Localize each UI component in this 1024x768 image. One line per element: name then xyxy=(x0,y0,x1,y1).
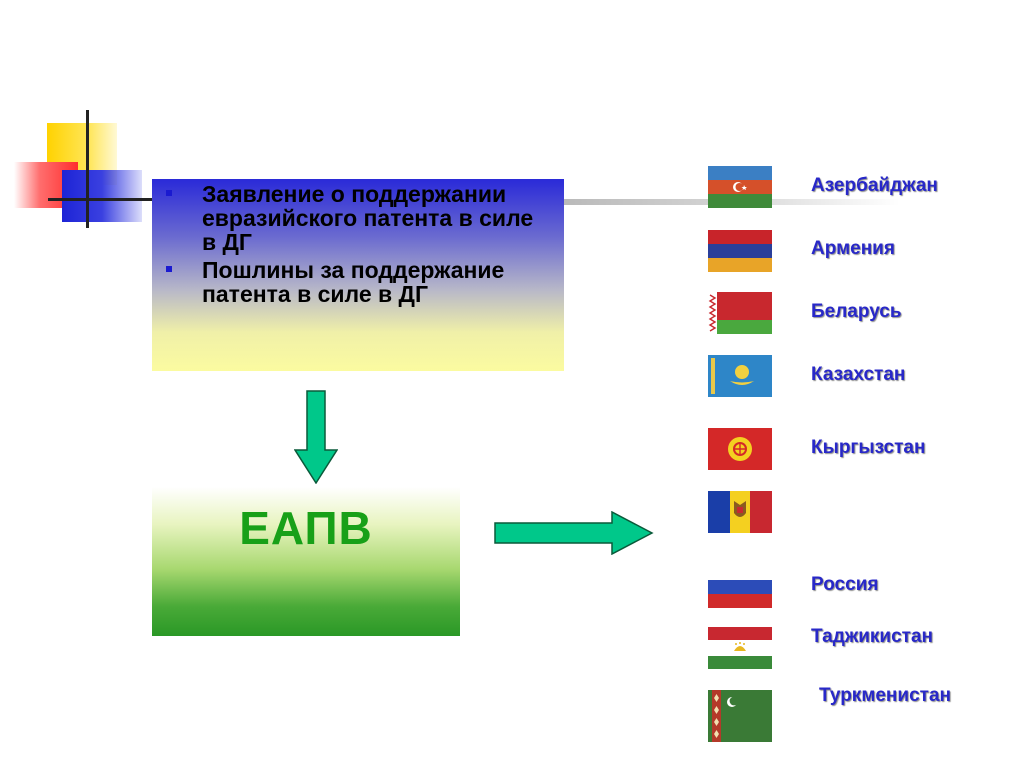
flag-turkmenistan xyxy=(708,690,772,742)
arrow-right-icon xyxy=(494,511,654,555)
arrow-down-icon xyxy=(294,390,338,484)
eapv-box: ЕАПВ xyxy=(152,487,460,636)
flag-kyrgyzstan xyxy=(708,428,772,470)
flag-tajikistan xyxy=(708,627,772,669)
info-item: Пошлины за поддержание патента в силе в … xyxy=(166,258,544,306)
flag-moldova xyxy=(708,491,772,533)
eapv-title: ЕАПВ xyxy=(239,502,373,554)
info-box: Заявление о поддержании евразийского пат… xyxy=(152,179,564,371)
flag-russia xyxy=(708,566,772,608)
country-label-kyrgyzstan: Кыргызстан xyxy=(811,437,926,458)
bullet-icon xyxy=(166,266,172,272)
country-label-azerbaijan: Азербайджан xyxy=(811,175,938,196)
decor-vertical-line xyxy=(86,110,89,228)
bullet-icon xyxy=(166,190,172,196)
info-list: Заявление о поддержании евразийского пат… xyxy=(166,182,544,306)
flag-belarus xyxy=(708,292,772,334)
info-item-text: Заявление о поддержании евразийского пат… xyxy=(202,181,534,255)
country-label-russia: Россия xyxy=(811,574,879,595)
info-item: Заявление о поддержании евразийского пат… xyxy=(166,182,544,254)
country-label-belarus: Беларусь xyxy=(811,301,902,322)
flag-kazakhstan xyxy=(708,355,772,397)
decor-blue-square xyxy=(62,170,142,222)
flag-azerbaijan xyxy=(708,166,772,208)
decor-horizontal-line xyxy=(48,198,158,201)
flag-armenia xyxy=(708,230,772,272)
country-label-kazakhstan: Казахстан xyxy=(811,364,906,385)
country-label-turkmenistan: Туркменистан xyxy=(819,685,952,706)
info-item-text: Пошлины за поддержание патента в силе в … xyxy=(202,257,505,307)
country-label-armenia: Армения xyxy=(811,238,895,259)
country-label-tajikistan: Таджикистан xyxy=(811,626,934,647)
